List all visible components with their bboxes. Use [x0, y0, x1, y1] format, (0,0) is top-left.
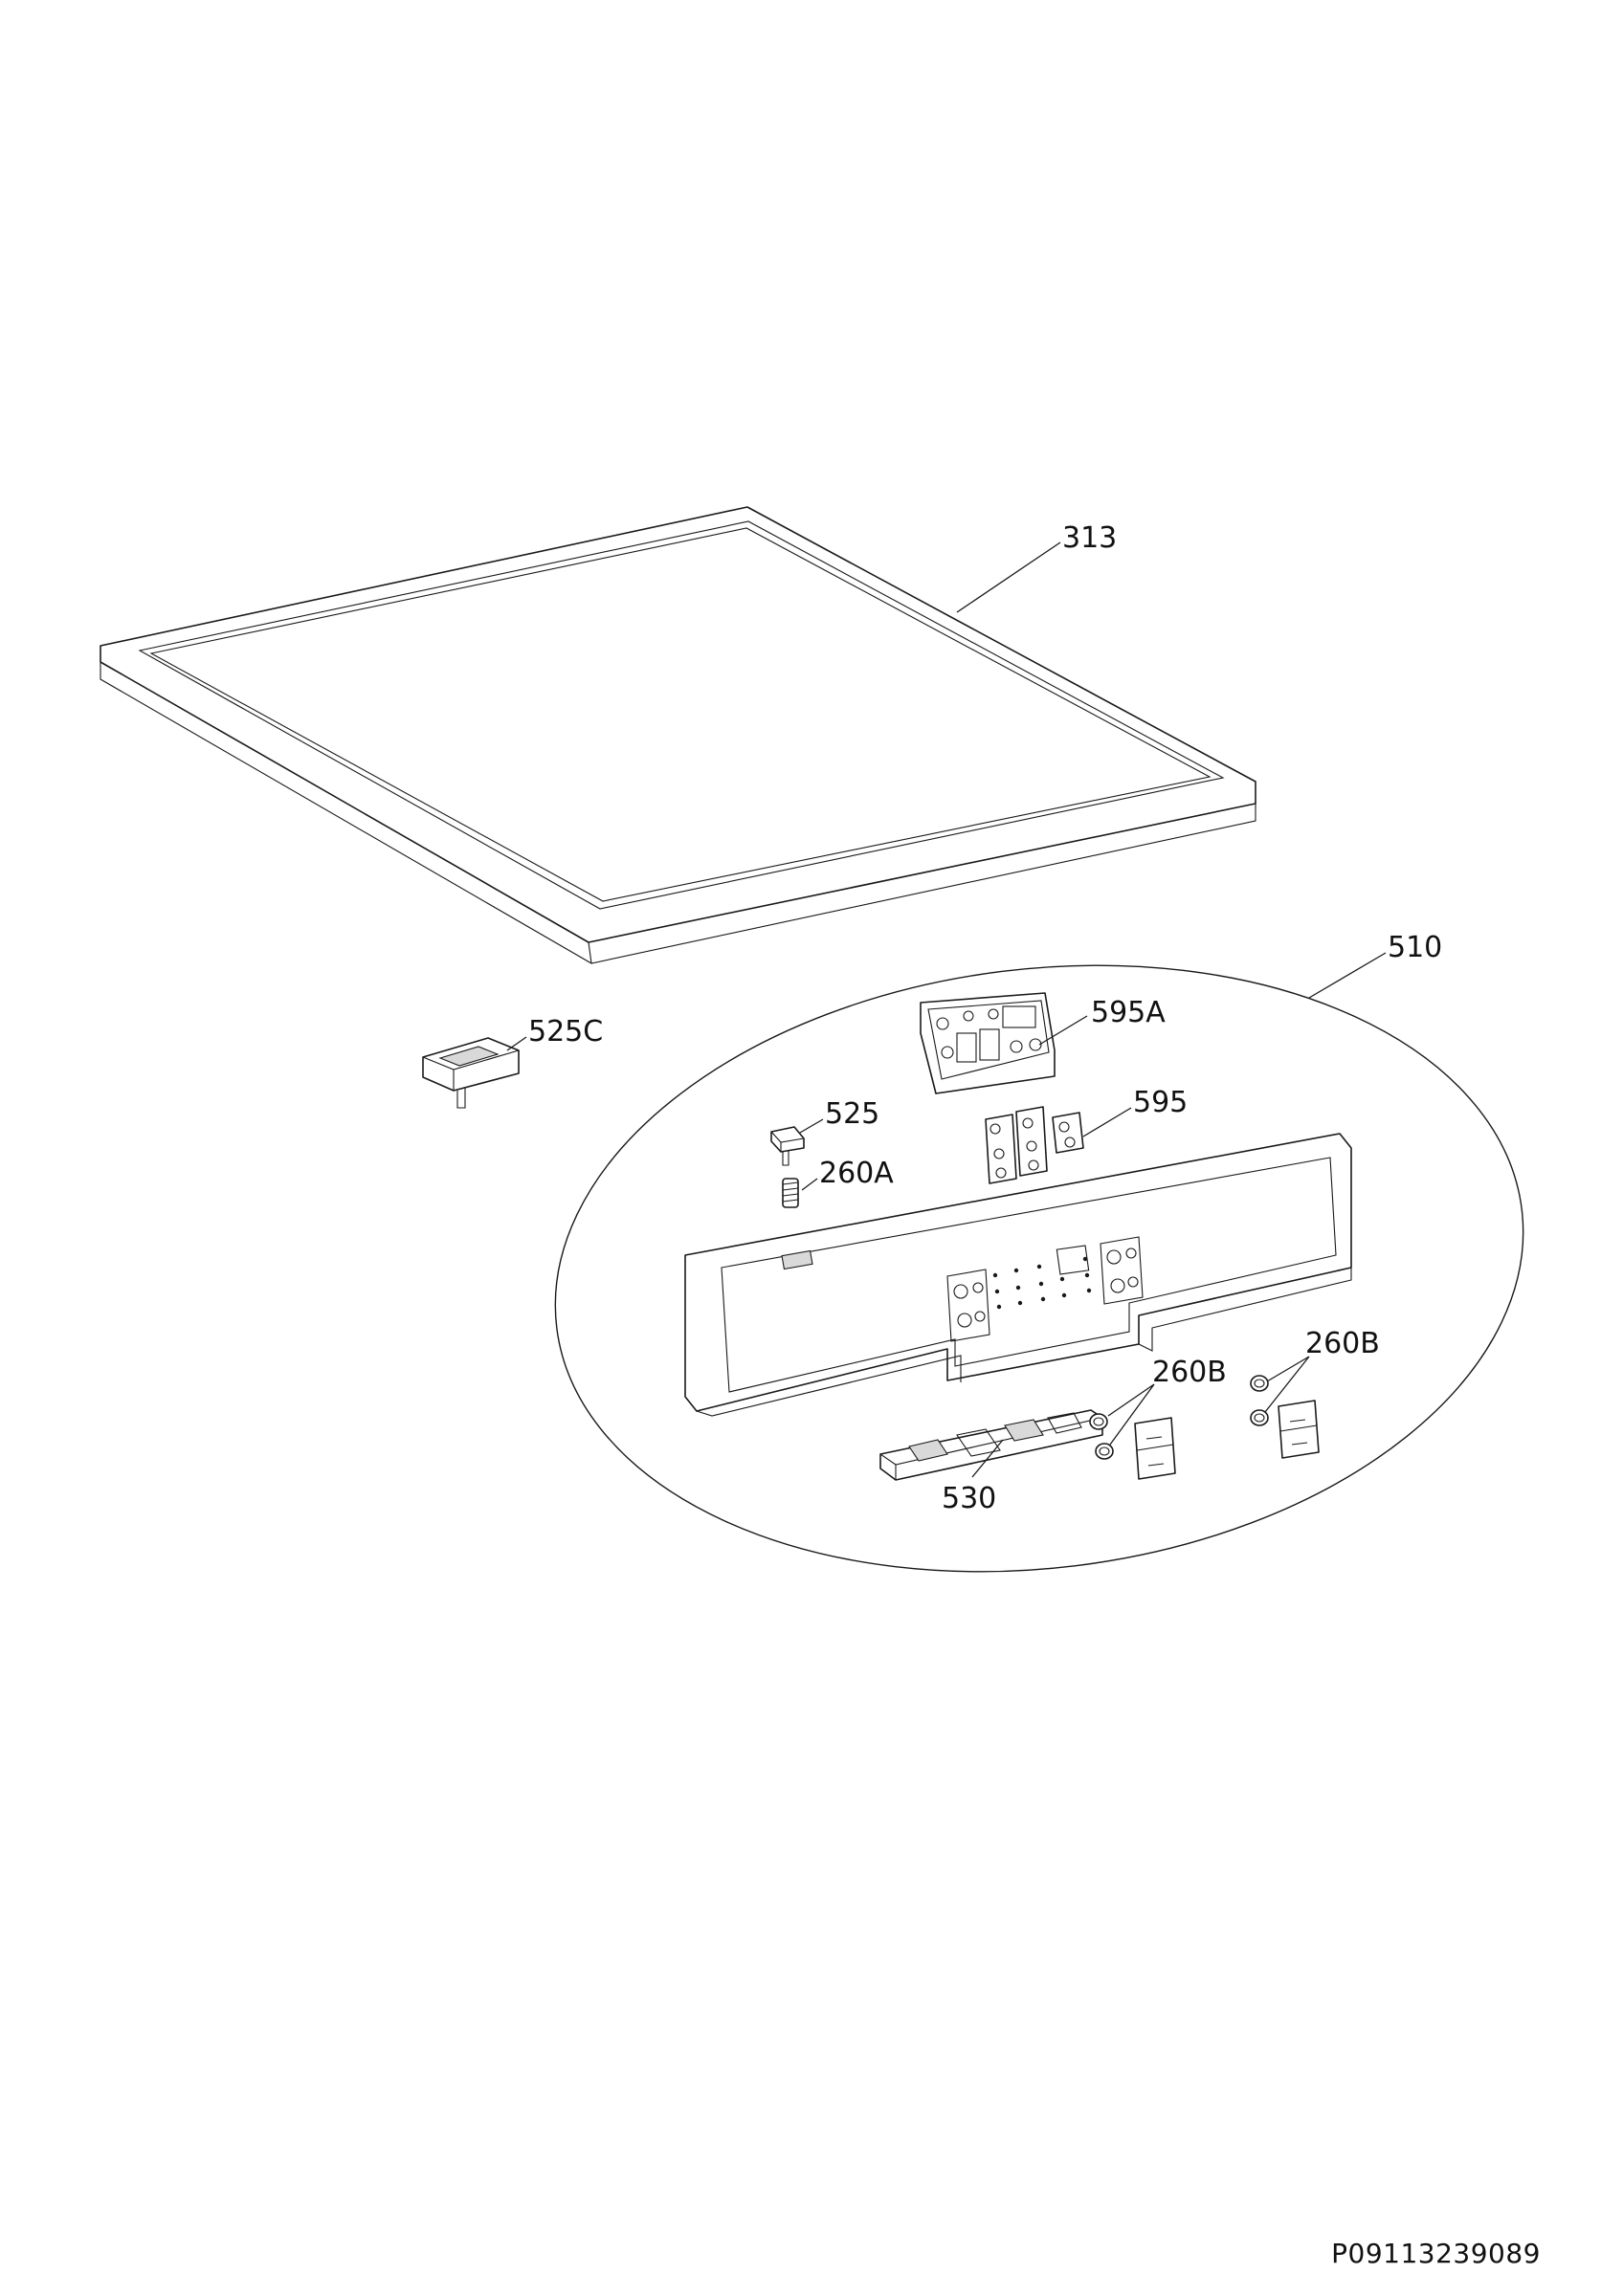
push-button-525 [770, 1126, 805, 1166]
document-id: P09113239089 [1331, 2238, 1541, 2269]
button-keys-left [1134, 1417, 1176, 1480]
leader-lines [506, 541, 1387, 1478]
button-keys-right [1278, 1400, 1320, 1459]
electronic-board-595 [985, 1106, 1084, 1184]
control-panel-fascia [684, 1133, 1352, 1417]
callout-510: 510 [1388, 931, 1442, 964]
callout-525: 525 [825, 1097, 879, 1131]
callout-595: 595 [1133, 1086, 1188, 1119]
control-panel-assembly-510-outline [554, 964, 1524, 1573]
spring-260b-left-pair [1089, 1413, 1114, 1460]
callout-260b-right: 260B [1305, 1327, 1380, 1360]
electronic-board-595a [920, 992, 1056, 1094]
button-frame-530 [879, 1409, 1103, 1481]
spring-260b-right-pair [1250, 1375, 1269, 1426]
top-cover-313 [100, 506, 1256, 964]
callout-595a: 595A [1091, 996, 1166, 1029]
callout-260a: 260A [819, 1157, 894, 1190]
callout-530: 530 [942, 1482, 996, 1515]
callout-313: 313 [1062, 521, 1117, 555]
callout-525c: 525C [528, 1015, 603, 1049]
knob-cap-525c [422, 1037, 520, 1109]
spring-260a [782, 1178, 799, 1208]
callout-260b-left: 260B [1152, 1356, 1227, 1389]
